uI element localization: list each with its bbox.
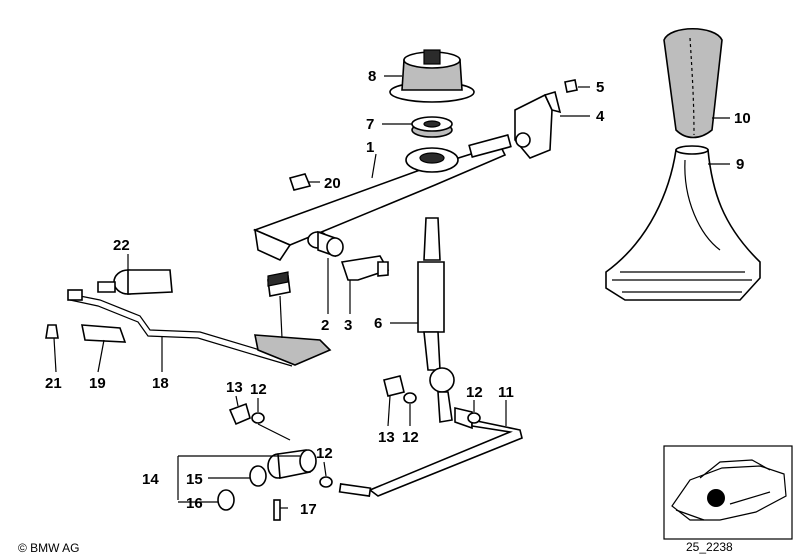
washer-part-12-right (403, 392, 417, 404)
clip-part-13-right (383, 375, 405, 397)
callout-13-mid: 13 (378, 429, 395, 446)
callout-10: 10 (734, 110, 751, 127)
callout-22: 22 (113, 237, 130, 254)
shift-arm-part-1 (252, 134, 512, 262)
selector-rod-part-11 (338, 406, 523, 497)
nut-part-5 (564, 79, 578, 93)
callout-9: 9 (736, 156, 744, 173)
rubber-mount-part-8 (389, 49, 475, 103)
callout-19: 19 (89, 375, 106, 392)
joint-part-14 (267, 449, 317, 479)
copyright-label: © BMW AG (18, 541, 80, 555)
clip-part-13-left (228, 402, 251, 426)
callout-labels: 1 2 3 4 5 6 7 8 9 10 11 12 12 12 12 13 1… (45, 68, 751, 518)
drawing-number: 25_2238 (686, 540, 733, 554)
callout-15: 15 (186, 471, 203, 488)
callout-3: 3 (344, 317, 352, 334)
bracket-part-4 (514, 90, 562, 159)
callout-12-joint: 12 (316, 445, 333, 462)
callout-11: 11 (498, 384, 514, 401)
callout-7: 7 (366, 116, 374, 133)
switch-part-22 (97, 269, 173, 295)
callout-18: 18 (152, 375, 169, 392)
callout-1: 1 (366, 139, 374, 156)
callout-4: 4 (596, 108, 605, 125)
callout-13-left: 13 (226, 379, 243, 396)
shift-boot-part-9 (605, 145, 761, 301)
callout-14: 14 (142, 471, 159, 488)
callout-12-right: 12 (466, 384, 483, 401)
callout-16: 16 (186, 495, 203, 512)
callout-6: 6 (374, 315, 382, 332)
callout-17: 17 (300, 501, 317, 518)
leader-lines (53, 75, 730, 509)
callout-5: 5 (596, 79, 604, 96)
washer-part-12-left (251, 412, 265, 424)
callout-12-mid: 12 (402, 429, 419, 446)
clip-part-3 (340, 255, 390, 281)
bushing-part-7 (411, 116, 453, 138)
ring-part-15 (249, 465, 267, 487)
grommet-part-21 (45, 324, 59, 339)
callout-21: 21 (45, 375, 62, 392)
cap-part-16 (217, 489, 235, 511)
washer-part-12-rod (467, 412, 481, 424)
callout-8: 8 (368, 68, 376, 85)
callout-20: 20 (324, 175, 341, 192)
washer-part-12-joint (319, 476, 333, 488)
wire-part-18 (67, 271, 332, 367)
bushing-part-2 (307, 230, 344, 258)
clip-part-20 (288, 173, 312, 191)
vehicle-locator-inset (663, 445, 793, 540)
shift-knob-part-10 (663, 28, 723, 139)
holder-part-19 (81, 324, 127, 343)
shift-rod-part-6 (417, 217, 455, 423)
callout-2: 2 (321, 317, 329, 334)
callout-12-left: 12 (250, 381, 267, 398)
pin-part-17 (273, 499, 281, 521)
